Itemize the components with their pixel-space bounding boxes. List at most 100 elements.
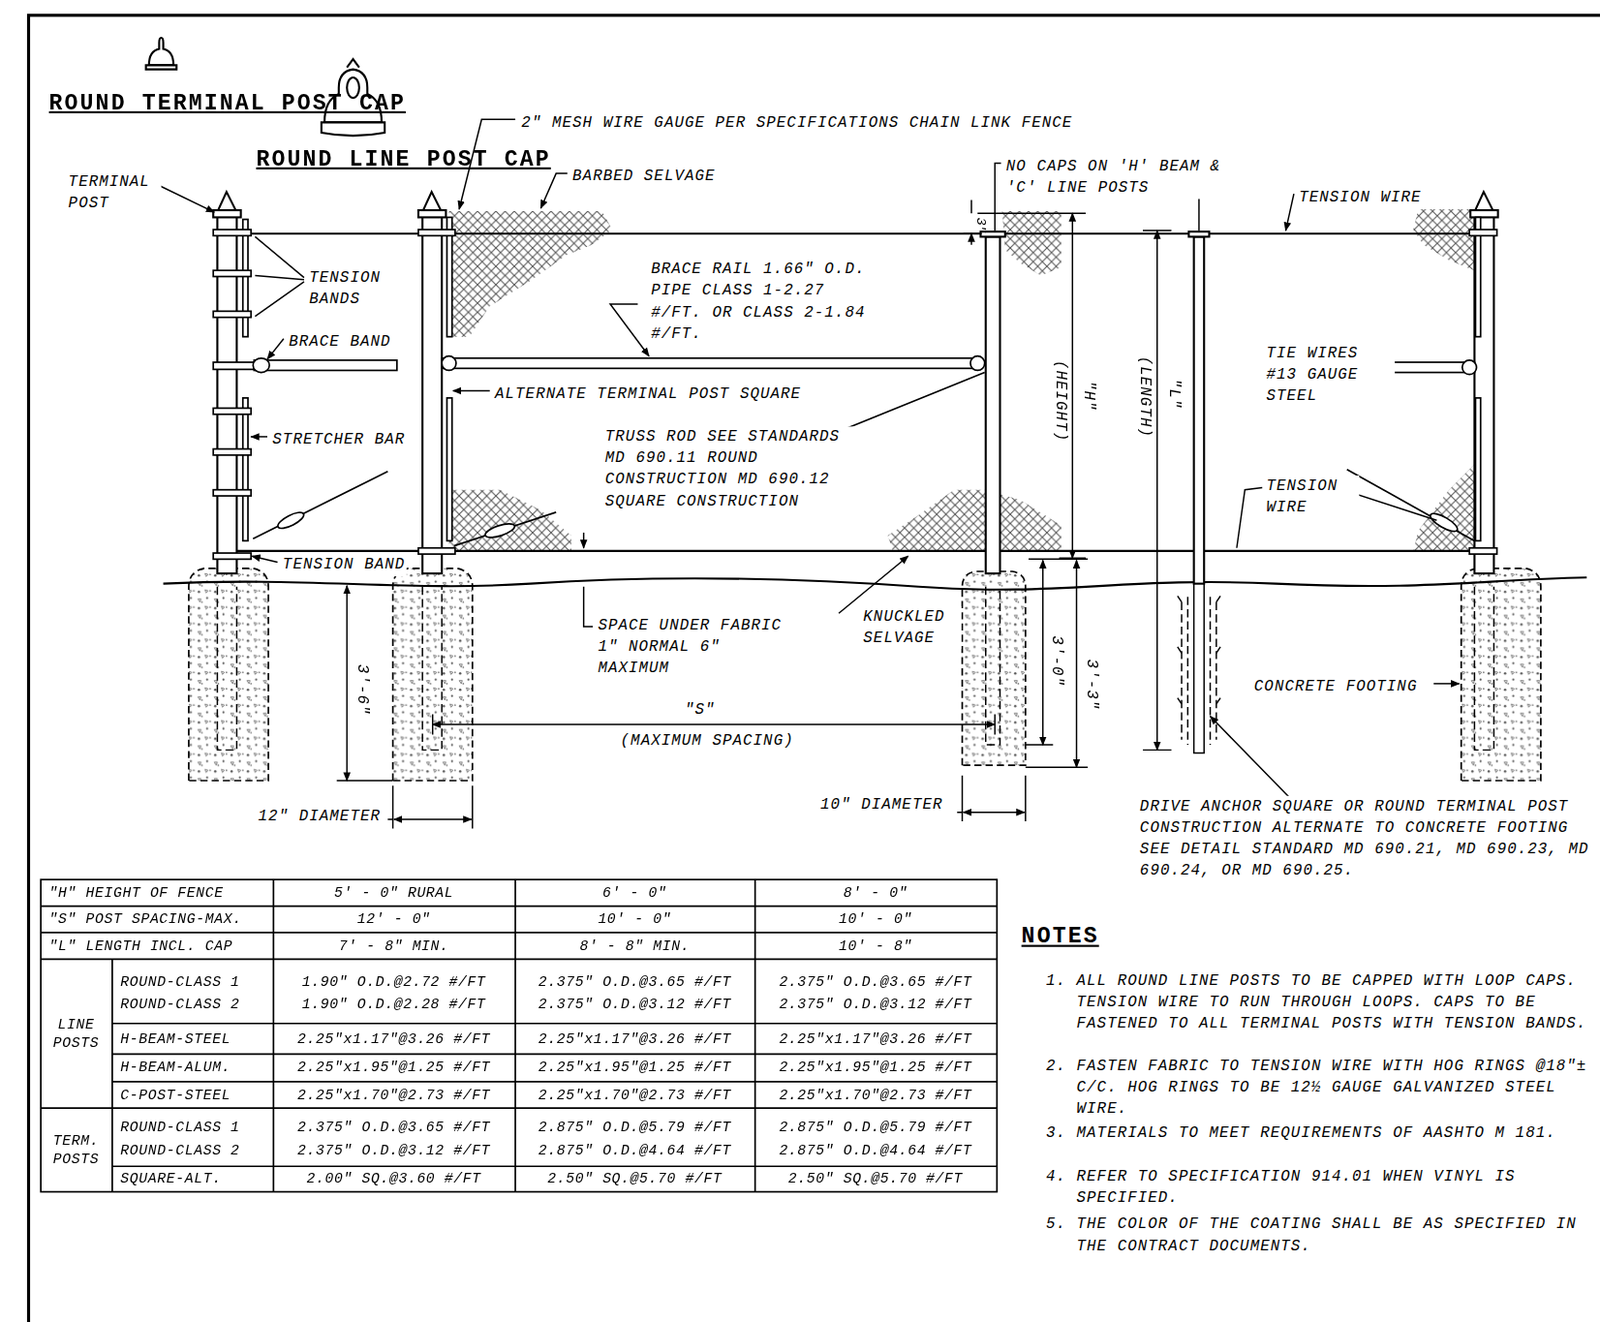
post-cap-icons-part bbox=[324, 69, 382, 124]
bands-and-bars-part bbox=[1475, 398, 1480, 541]
table-cell: 2.25"x1.95"@1.25 #/FT bbox=[757, 1058, 995, 1077]
data-table-part bbox=[40, 906, 997, 1168]
chain-link-fabric-part bbox=[1413, 463, 1475, 552]
part-label: TENSION WIRE bbox=[1264, 475, 1359, 519]
bands-and-bars-part bbox=[243, 219, 248, 338]
dimension-lines-part bbox=[977, 213, 1086, 558]
posts-part bbox=[1188, 231, 1209, 237]
note-text: 1. ALL ROUND LINE POSTS TO BE CAPPED WIT… bbox=[1046, 970, 1600, 1035]
part-label: BRACE RAIL 1.66" O.D. PIPE CLASS 1-2.27 … bbox=[649, 259, 882, 345]
posts bbox=[213, 191, 1498, 585]
part-label: TIE WIRES #13 GAUGE STEEL bbox=[1264, 342, 1395, 407]
leader-lines-part bbox=[584, 586, 593, 627]
part-label: KNUCKLED SELVAGE bbox=[861, 606, 961, 649]
drive-anchor-part bbox=[1194, 584, 1205, 754]
post-cap-icons bbox=[146, 37, 386, 136]
leader-lines-part bbox=[267, 338, 284, 360]
dimension: "L" bbox=[1165, 377, 1182, 411]
dimension-lines-part bbox=[1142, 230, 1172, 750]
post-cap-icons-part bbox=[149, 37, 174, 65]
table-cell: 2.25"x1.17"@3.26 #/FT bbox=[757, 1029, 995, 1048]
table-cell: 2.875" O.D.@4.64 #/FT bbox=[757, 1140, 995, 1160]
table-row-header: ROUND-CLASS 2 bbox=[114, 994, 272, 1014]
table-cell: 2.25"x1.17"@3.26 #/FT bbox=[517, 1029, 753, 1048]
bands-and-bars bbox=[213, 216, 1497, 559]
leader-lines-part bbox=[254, 236, 305, 316]
concrete-footings-part bbox=[188, 568, 269, 781]
post-cap-icons-part bbox=[146, 64, 178, 69]
chain-link-fabric-part bbox=[449, 211, 614, 338]
leader-lines-part bbox=[250, 435, 268, 437]
table-cell: 2.25"x1.17"@3.26 #/FT bbox=[275, 1029, 513, 1048]
leader-lines-part bbox=[1433, 682, 1459, 684]
leader-lines-part bbox=[838, 555, 909, 614]
part-label: 2" MESH WIRE GAUGE PER SPECIFICATIONS CH… bbox=[520, 112, 1074, 134]
concrete-footings bbox=[188, 568, 1541, 781]
table-row-header: H-BEAM-ALUM. bbox=[114, 1058, 272, 1077]
part-label: TERMINAL POST bbox=[67, 171, 162, 215]
table-cell: 1.90" O.D.@2.28 #/FT bbox=[275, 994, 513, 1014]
leader-lines-part bbox=[540, 173, 567, 209]
part-label: TENSION WIRE bbox=[1297, 186, 1423, 209]
table-row-header: TERM. POSTS bbox=[42, 1131, 111, 1169]
bands-and-bars-part bbox=[1383, 362, 1476, 373]
dimension: 10" DIAMETER bbox=[819, 795, 945, 817]
table-cell: 10' - 8" bbox=[757, 936, 995, 955]
dimension-lines-part bbox=[1156, 230, 1158, 750]
part-label: STRETCHER BAR bbox=[271, 430, 406, 452]
dimension: 3'-3" bbox=[1082, 658, 1100, 712]
chain-link-fabric-part bbox=[888, 490, 1062, 552]
concrete-footings-part bbox=[1461, 568, 1541, 781]
table-cell: 2.375" O.D.@3.65 #/FT bbox=[757, 972, 995, 991]
posts-part bbox=[422, 214, 442, 574]
note-label: NO CAPS ON 'H' BEAM & 'C' LINE POSTS bbox=[1005, 155, 1242, 199]
table-cell: 2.25"x1.70"@2.73 #/FT bbox=[517, 1085, 753, 1105]
data-table-part bbox=[40, 879, 997, 1192]
bands-and-bars-part bbox=[213, 553, 251, 559]
table-cell: 6' - 0" bbox=[517, 883, 753, 902]
posts-part bbox=[418, 210, 446, 217]
table-cell: 2.50" SQ.@5.70 #/FT bbox=[517, 1169, 753, 1188]
bands-and-bars-part bbox=[213, 310, 251, 317]
table-cell: 10' - 0" bbox=[517, 910, 753, 929]
bands-and-bars-part bbox=[213, 407, 251, 414]
notes-heading: NOTES bbox=[1020, 923, 1101, 951]
leader-lines bbox=[151, 119, 1460, 804]
table-row-header: SQUARE-ALT. bbox=[114, 1169, 272, 1188]
posts-part bbox=[985, 236, 1001, 574]
bands-and-bars-part bbox=[441, 358, 980, 370]
dimension: (HEIGHT) bbox=[1051, 359, 1069, 443]
table-row-header: ROUND-CLASS 1 bbox=[114, 1118, 272, 1138]
truss-rods-part bbox=[484, 521, 517, 541]
concrete-footings-part bbox=[962, 571, 1026, 766]
table-cell: 2.00" SQ.@3.60 #/FT bbox=[275, 1169, 513, 1188]
part-label: ALTERNATE TERMINAL POST SQUARE bbox=[493, 383, 802, 405]
leader-lines-part bbox=[610, 304, 649, 357]
truss-rods-part bbox=[454, 372, 985, 547]
bands-and-bars-part bbox=[418, 548, 456, 554]
leader-lines-part bbox=[1236, 488, 1262, 549]
leader-lines-part bbox=[1349, 492, 1438, 521]
table-cell: 2.25"x1.70"@2.73 #/FT bbox=[757, 1085, 995, 1105]
part-label: BRACE BAND bbox=[287, 331, 392, 353]
table-row-header: ROUND-CLASS 2 bbox=[114, 1140, 272, 1160]
chain-link-fabric bbox=[449, 209, 1476, 552]
sheet-border bbox=[28, 15, 1600, 1322]
part-label: TENSION BANDS bbox=[307, 267, 402, 310]
dimension-lines-part bbox=[956, 775, 1026, 822]
truss-rods-part bbox=[276, 509, 307, 532]
table-cell: 5' - 0" RURAL bbox=[275, 883, 513, 902]
dimension: 12" DIAMETER bbox=[256, 805, 382, 828]
bands-and-bars-part bbox=[970, 356, 985, 371]
bands-and-bars-part bbox=[243, 398, 248, 541]
table-row-header: ROUND-CLASS 1 bbox=[114, 972, 272, 991]
table-cell: 1.90" O.D.@2.72 #/FT bbox=[275, 972, 513, 991]
chain-link-fabric-part bbox=[1002, 211, 1062, 276]
truss-rods-part bbox=[252, 471, 388, 540]
table-cell: 10' - 0" bbox=[757, 910, 995, 929]
table-cell: 2.875" O.D.@5.79 #/FT bbox=[517, 1118, 753, 1138]
table-row-header: "H" HEIGHT OF FENCE bbox=[42, 883, 272, 902]
embedded-posts-part bbox=[985, 586, 1001, 745]
dimension-lines-part bbox=[583, 532, 585, 549]
dimension-lines bbox=[337, 199, 1172, 829]
